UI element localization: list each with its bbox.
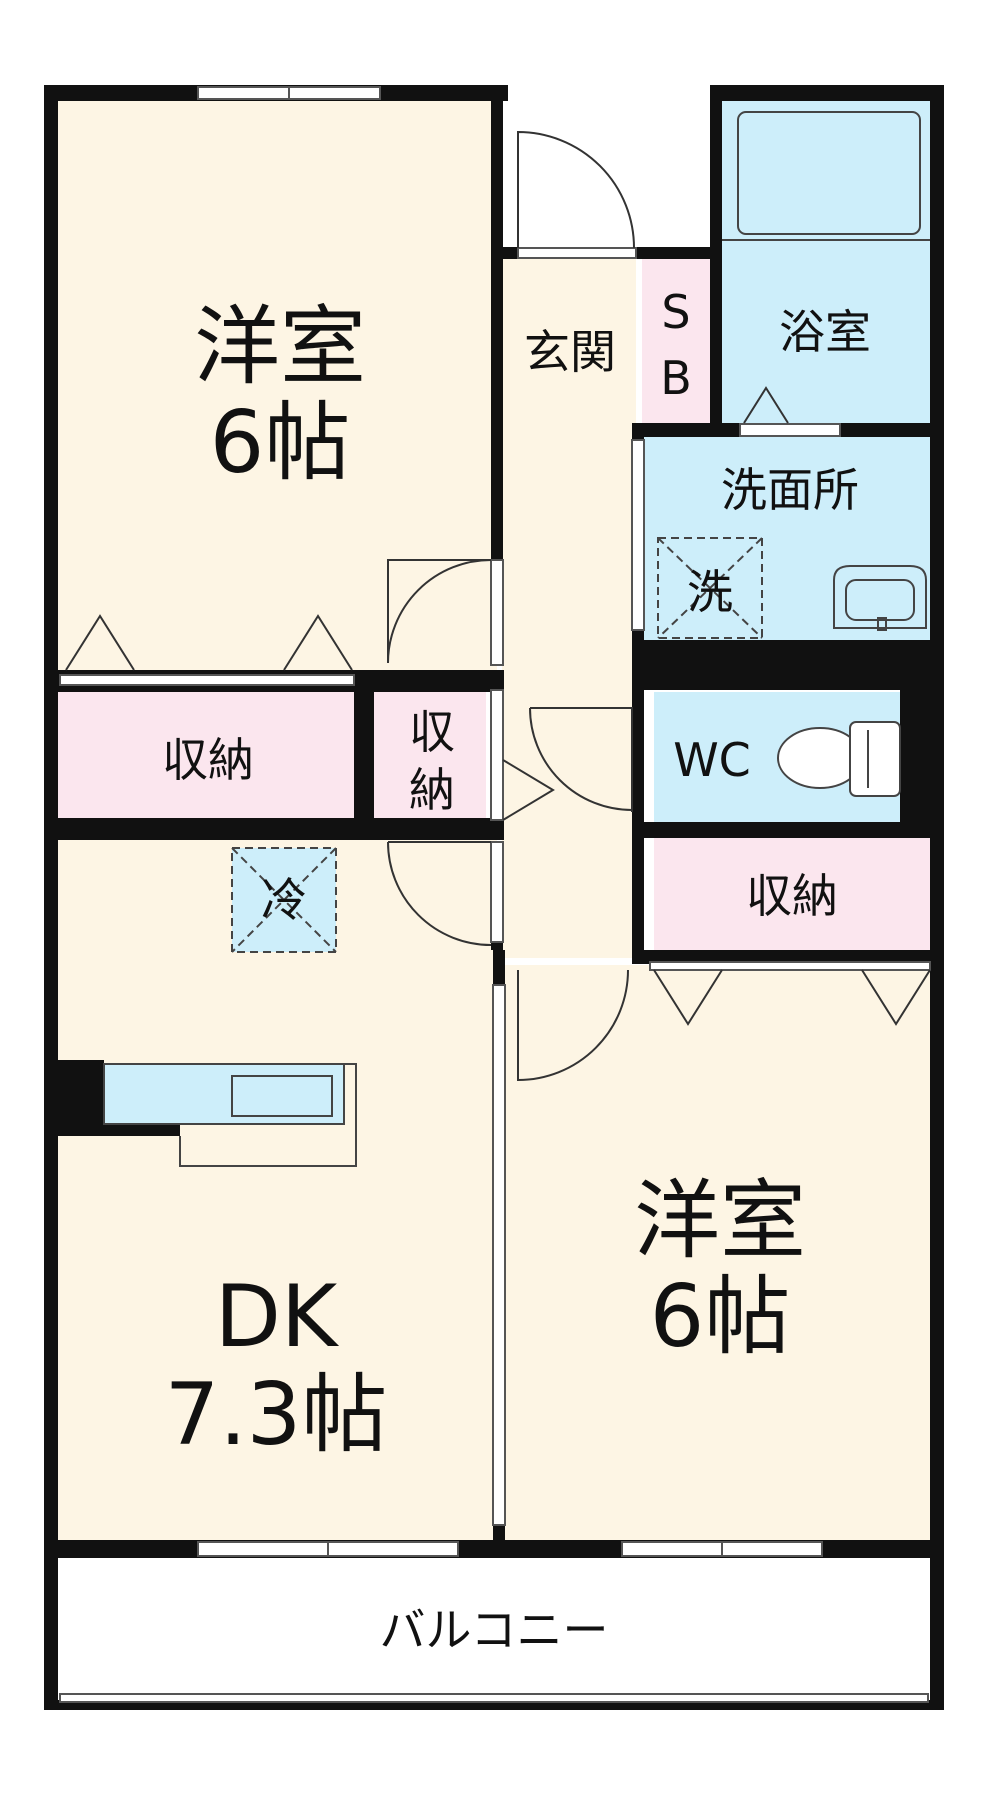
label-bath: 浴室 xyxy=(779,305,871,359)
label-shoe-box-s: S xyxy=(661,285,690,339)
opening-western-door xyxy=(490,559,504,666)
label-washroom: 洗面所 xyxy=(721,463,859,517)
room-dk xyxy=(54,840,497,1540)
windows xyxy=(59,86,931,1703)
closet-markers xyxy=(65,386,931,1026)
label-dk-size: 7.3帖 xyxy=(165,1365,388,1465)
door-storage-small xyxy=(502,759,555,821)
label-shoe-box-b: B xyxy=(660,351,692,405)
label-washer: 洗 xyxy=(687,565,733,619)
opening-dk-door xyxy=(490,841,504,943)
label-storage-small-bottom: 納 xyxy=(409,763,455,817)
room-storage-left xyxy=(54,690,354,818)
room-balcony xyxy=(54,1558,934,1701)
label-western-bottom-name: 洋室 xyxy=(634,1171,806,1271)
bathtub-icon xyxy=(737,111,921,235)
room-storage-right xyxy=(654,838,934,950)
entrance-door-frame xyxy=(517,247,637,259)
door-dk xyxy=(387,841,492,946)
room-western-bottom xyxy=(505,965,934,1540)
kitchen-counter-icon xyxy=(103,1063,345,1125)
room-labels: 洋室 6帖 玄関 S B 浴室 洗面所 洗 WC 収納 収 納 収納 冷 DK … xyxy=(162,285,871,1657)
opening-storage xyxy=(490,689,504,821)
room-shoe-box xyxy=(642,258,710,423)
label-western-top-size: 6帖 xyxy=(210,393,351,493)
opening-washroom xyxy=(631,439,645,631)
doors xyxy=(387,130,635,1082)
label-storage-small-top: 収 xyxy=(409,705,455,759)
door-western-top xyxy=(387,559,492,664)
label-fridge: 冷 xyxy=(261,873,307,927)
sliding-partition xyxy=(492,984,506,1526)
door-western-bottom xyxy=(517,969,629,1082)
label-wc: WC xyxy=(673,733,751,787)
label-balcony: バルコニー xyxy=(379,1603,608,1657)
label-western-bottom-size: 6帖 xyxy=(650,1267,791,1367)
closet-rail-top xyxy=(59,674,355,686)
label-western-top-name: 洋室 xyxy=(194,297,366,397)
label-storage-left: 収納 xyxy=(162,733,254,787)
door-entrance xyxy=(517,130,635,249)
door-wc xyxy=(529,707,633,812)
window-bath xyxy=(739,423,841,437)
label-entrance: 玄関 xyxy=(524,325,616,379)
room-storage-small xyxy=(374,690,486,818)
label-storage-right: 収納 xyxy=(746,869,838,923)
wash-basin-icon xyxy=(833,565,927,629)
balcony-railing xyxy=(59,1693,929,1703)
label-dk-name: DK xyxy=(215,1267,340,1367)
fixtures xyxy=(103,111,930,1167)
room-entrance xyxy=(502,258,636,958)
room-western-top xyxy=(54,98,497,675)
closet-rail-right xyxy=(649,961,931,971)
